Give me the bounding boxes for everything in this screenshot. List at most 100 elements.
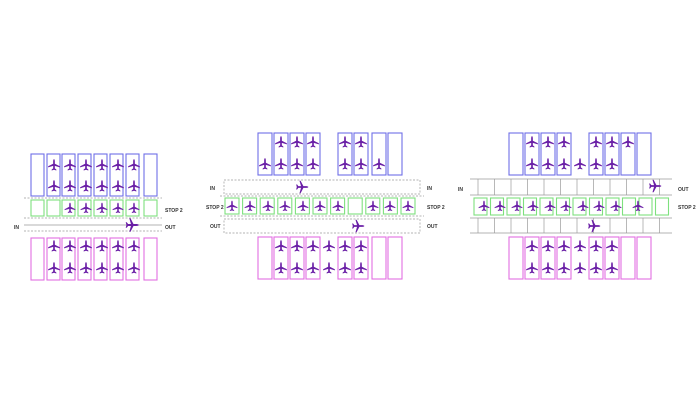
plane-icon (590, 262, 602, 274)
parking-bay (347, 197, 363, 215)
plane-icon (590, 158, 602, 170)
plane-icon (307, 240, 319, 252)
plane-icon (544, 200, 556, 212)
plane-icon (622, 136, 634, 148)
parking-bay (30, 153, 45, 197)
plane-icon (128, 240, 140, 252)
parking-bay (46, 153, 61, 197)
parking-bay (109, 153, 124, 197)
plane-icon (226, 200, 238, 212)
parking-bay (654, 197, 670, 216)
stop2-right-label: STOP 2 (427, 205, 445, 211)
plane-icon (526, 136, 538, 148)
plane-icon (558, 158, 570, 170)
parking-bay (540, 132, 556, 176)
parking-bay (305, 132, 321, 176)
plane-icon (478, 200, 490, 212)
plane-icon (64, 159, 76, 171)
plane-icon (558, 262, 570, 274)
parking-bay (143, 153, 158, 197)
plane-icon (574, 262, 586, 274)
plane-icon (590, 240, 602, 252)
parking-bay (621, 197, 637, 216)
plane-icon (48, 159, 60, 171)
parking-bay (125, 153, 140, 197)
in-right-label: IN (427, 186, 432, 192)
plane-icon (339, 158, 351, 170)
plane-icon (355, 240, 367, 252)
plane-icon (291, 262, 303, 274)
plane-icon (262, 200, 274, 212)
plane-icon (48, 180, 60, 192)
parking-bay (540, 236, 556, 280)
parking-bay (61, 237, 76, 281)
plane-icon (574, 158, 586, 170)
parking-bay (109, 199, 124, 217)
plane-icon (332, 200, 344, 212)
stop2-left-label: STOP 2 (206, 205, 224, 211)
parking-bay (312, 197, 328, 215)
plane-icon (339, 136, 351, 148)
parking-bay (46, 199, 61, 217)
plane-icon (275, 240, 287, 252)
plane-icon (291, 158, 303, 170)
parking-bay (224, 197, 240, 215)
plane-icon (402, 200, 414, 212)
parking-bay (77, 153, 92, 197)
plane-icon (80, 240, 92, 252)
out-right-label: OUT (427, 224, 438, 230)
plane-icon (64, 262, 76, 274)
plane-icon (275, 262, 287, 274)
parking-bay (30, 199, 45, 217)
plane-icon (64, 180, 76, 192)
plane-icon (128, 159, 140, 171)
parking-bay (93, 153, 108, 197)
plane-icon (96, 202, 108, 214)
layout-2 (220, 132, 424, 280)
parking-bay (400, 197, 416, 215)
in-left-label: IN (210, 186, 215, 192)
parking-bay (524, 132, 540, 176)
taxi-lane (223, 179, 421, 195)
out-label: OUT (165, 225, 176, 231)
parking-bay (382, 197, 398, 215)
plane-icon (96, 180, 108, 192)
plane-icon (275, 136, 287, 148)
parking-bay (604, 132, 620, 176)
parking-bay (277, 197, 293, 215)
plane-icon (352, 219, 365, 233)
parking-bay (125, 199, 140, 217)
parking-bay (259, 197, 275, 215)
plane-icon (558, 136, 570, 148)
parking-bay (588, 236, 604, 280)
plane-icon (606, 158, 618, 170)
plane-icon (323, 262, 335, 274)
parking-bay (387, 132, 403, 176)
taxi-lane (223, 218, 421, 234)
plane-icon (574, 240, 586, 252)
plane-icon (279, 200, 291, 212)
parking-bay (330, 197, 346, 215)
plane-icon (339, 262, 351, 274)
in-label: IN (458, 187, 463, 193)
parking-bay (508, 236, 524, 280)
parking-bay (294, 197, 310, 215)
plane-icon (373, 158, 385, 170)
parking-bay (365, 197, 381, 215)
parking-bay (93, 237, 108, 281)
parking-bay (289, 236, 305, 280)
plane-icon (588, 219, 601, 233)
plane-icon (80, 262, 92, 274)
plane-icon (511, 200, 523, 212)
parking-bay (556, 132, 572, 176)
plane-icon (128, 202, 140, 214)
parking-bay (556, 236, 572, 280)
plane-icon (112, 240, 124, 252)
parking-bay (61, 153, 76, 197)
plane-icon (577, 200, 589, 212)
plane-icon (297, 200, 309, 212)
plane-icon (355, 136, 367, 148)
plane-icon (632, 200, 644, 212)
parking-bay (337, 236, 353, 280)
